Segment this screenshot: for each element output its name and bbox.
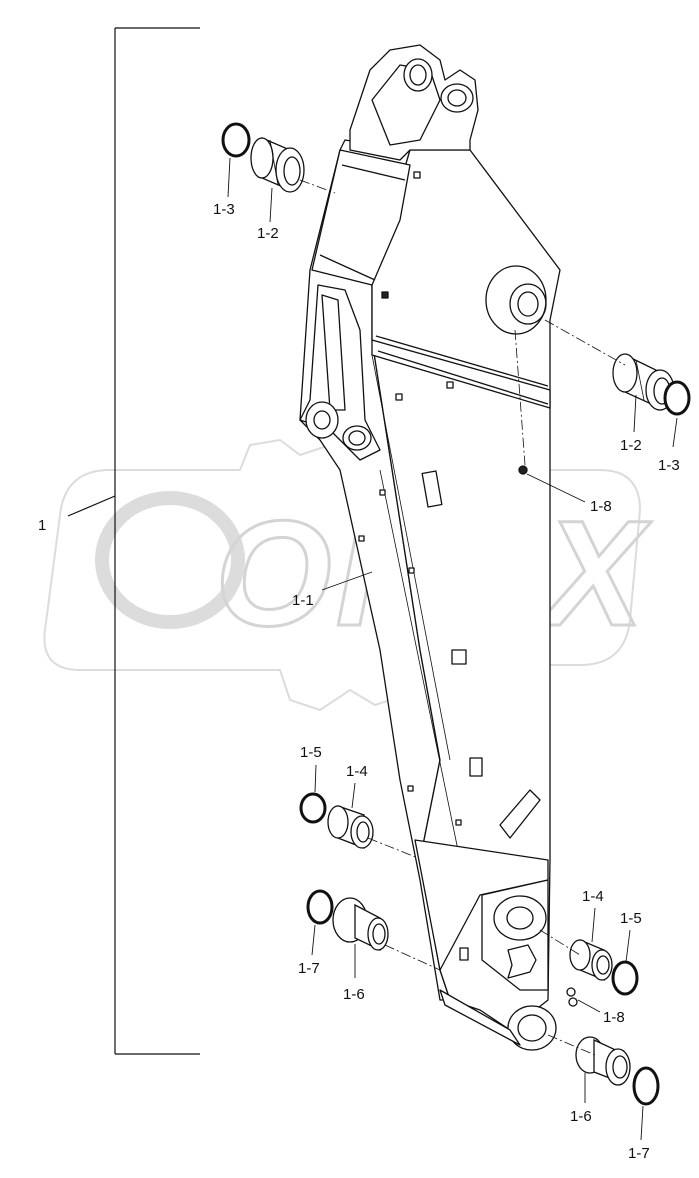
leader-lines <box>227 157 678 1141</box>
callout-1-8-mid: 1-8 <box>590 498 612 515</box>
callout-1-6-bottom: 1-6 <box>570 1108 592 1125</box>
grease-fitting <box>518 465 528 475</box>
end-pin-boss <box>507 1005 557 1051</box>
callout-1-5-right: 1-5 <box>620 910 642 927</box>
callout-1-4-right: 1-4 <box>582 888 604 905</box>
bushing-1-6-left <box>332 897 389 952</box>
seal-ring-1-5-left <box>299 792 327 824</box>
head-pin-boss-right <box>440 83 474 113</box>
lug-pin-boss-a <box>305 401 339 439</box>
callout-1-3-top: 1-3 <box>213 201 235 218</box>
bushing-1-4-left <box>327 805 374 849</box>
arm-head <box>349 44 479 161</box>
callout-1-8-low: 1-8 <box>603 1009 625 1026</box>
callout-1-4-left: 1-4 <box>346 763 368 780</box>
seal-ring-1-7-bottom <box>632 1066 660 1106</box>
assembly-label: 1 <box>38 517 46 534</box>
loose-parts <box>221 122 691 1106</box>
bushing-top <box>250 137 305 193</box>
head-pin-boss-left <box>403 58 433 92</box>
bushing-1-6-bottom <box>575 1036 631 1086</box>
bushing-1-4-right <box>569 939 613 981</box>
callout-1-1: 1-1 <box>292 592 314 609</box>
callout-labels: 1-1 1-2 1-3 1-2 1-3 1-8 1-5 1-4 1-7 1-6 … <box>213 201 680 1162</box>
callout-1-7-left: 1-7 <box>298 960 320 977</box>
seal-ring-1-5-right <box>611 960 639 996</box>
callout-1-2-right: 1-2 <box>620 437 642 454</box>
bracket-plate <box>499 789 541 839</box>
seal-ring-right <box>663 380 691 416</box>
center-lines <box>299 179 626 1056</box>
seal-ring-1-7-left <box>306 889 334 925</box>
bushing-right <box>612 353 675 411</box>
watermark-o-ring <box>95 491 245 629</box>
callout-1-3-right: 1-3 <box>658 457 680 474</box>
assembly-bracket <box>67 27 200 1055</box>
lug-pin-boss-b <box>342 425 372 451</box>
arm-body <box>299 44 578 1051</box>
lower-pin-boss <box>493 895 547 941</box>
arm-head-web <box>371 64 441 146</box>
seal-ring-top <box>221 122 251 158</box>
callout-1-2-top: 1-2 <box>257 225 279 242</box>
callout-1-6-left: 1-6 <box>343 986 365 1003</box>
callout-1-7-bottom: 1-7 <box>628 1145 650 1162</box>
hydraulic-block <box>507 944 537 979</box>
callout-1-5-left: 1-5 <box>300 744 322 761</box>
